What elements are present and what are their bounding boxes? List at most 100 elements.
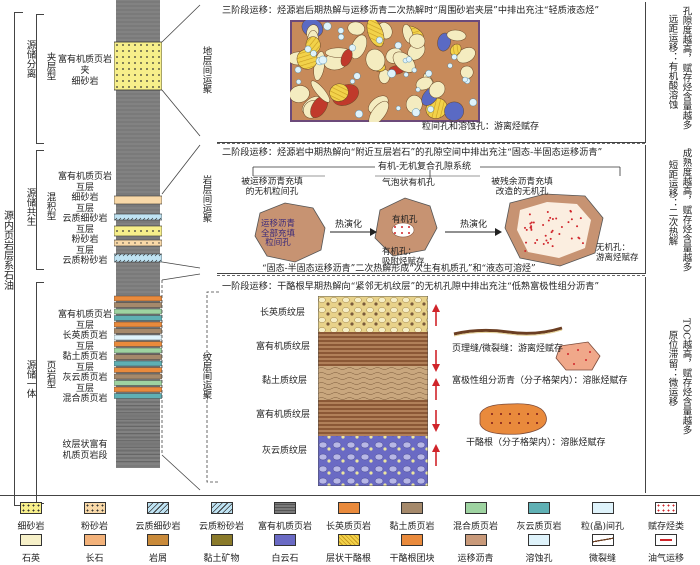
pore: [387, 69, 397, 78]
hc-dot: [530, 228, 533, 231]
pore: [462, 76, 468, 83]
layer-label-rock: 岩层间运聚: [200, 175, 212, 223]
legend-label-7: 混合质页岩: [452, 522, 498, 532]
pore: [348, 44, 356, 52]
pore: [469, 98, 477, 107]
stage2-caption-3: 被残余沥青充填改造的无机孔: [482, 177, 562, 198]
lith1-line-0: 富有机质页岩: [57, 55, 112, 65]
stage1-migration-arrows: [432, 304, 440, 466]
s2c3-line-0: 被残余沥青充填: [491, 177, 553, 187]
hc-dot: [518, 422, 520, 424]
column-band: [114, 354, 162, 360]
hc-dot: [509, 413, 511, 415]
hc-dot: [394, 226, 396, 228]
grain: [428, 81, 446, 99]
pore: [323, 22, 332, 31]
hc-dot: [589, 351, 591, 353]
lith4-line-1: 机质页岩段: [62, 451, 108, 461]
stratigraphic-column: [114, 0, 162, 468]
stage3-right-a: 孔隙度越高，赋存烃含量越多: [680, 6, 692, 130]
hc-dot: [534, 242, 537, 245]
lith2-line-1: 互层: [75, 182, 94, 193]
lith2-line-0: 富有机质页岩: [57, 172, 112, 182]
pore: [337, 27, 344, 34]
column-band: [114, 302, 162, 308]
stage3-right-b: 远距运移：有机酸溶蚀: [666, 14, 678, 109]
stage1-title: 一阶段运移：干酪根早期热解向“紧邻无机纹层”的无机孔隙中排出充注“低熟富极性组分…: [222, 281, 600, 292]
hc-dot: [525, 228, 528, 231]
stage2-diagram: [252, 166, 621, 267]
column-band: [114, 373, 162, 380]
legend-label-b-2: 岩屑: [148, 554, 167, 564]
legend-swatch-b-4: [274, 534, 296, 546]
stage2-frame: [217, 145, 646, 274]
pore: [304, 45, 312, 53]
layer-label-strata: 地层间运聚: [200, 46, 212, 94]
s2p1-line-2: 粒间孔: [265, 238, 291, 248]
pore: [338, 33, 345, 41]
lith3-line-5: 互层: [75, 362, 94, 373]
legend-label-8: 灰云质页岩: [516, 522, 562, 532]
stage1-right-a: TOC越高，赋存烃含量越多: [680, 318, 692, 435]
stage1-legend-icons: [453, 326, 601, 435]
stage1-right-b: 原位滞留：微运移: [666, 330, 678, 406]
lamina-5: 灰云质纹层: [262, 446, 308, 456]
grain: [347, 21, 365, 36]
stage3-frame: [217, 2, 646, 143]
stage2-pore-fill-label: 运移沥青全部充填粒间孔: [253, 219, 303, 249]
s2sub2-line-1: 吸附烃赋存: [382, 256, 425, 267]
hc-dot: [578, 237, 581, 240]
hc-dot: [524, 226, 527, 229]
grain: [415, 76, 433, 91]
pore: [395, 105, 401, 111]
stage1-note-1: 页理缝/微裂缝：游离烃赋存: [452, 344, 564, 354]
legend-label-b-6: 干酪根团块: [389, 554, 435, 564]
stage2-bottom-note: “固态-半固态运移沥青”二次热解形成“次生有机质孔”和“液态可溶烃”: [262, 264, 536, 274]
hc-dot: [573, 363, 575, 365]
legend-label-1: 粉砂岩: [80, 522, 108, 532]
legend-label-b-9: 微裂缝: [588, 554, 616, 564]
group3-type: 页岩型: [44, 360, 56, 389]
s2c1-line-0: 被运移沥青充填: [241, 177, 303, 187]
hc-dot: [549, 237, 552, 240]
legend-label-b-8: 溶蚀孔: [525, 554, 553, 564]
grain: [350, 34, 368, 60]
hc-dot: [529, 226, 532, 229]
hc-dot: [536, 413, 538, 415]
column-band: [114, 328, 162, 334]
lith3-line-2: 长英质页岩: [62, 331, 108, 341]
stage3-pore-image: [290, 20, 480, 122]
hc-dot: [570, 237, 573, 240]
grain: [446, 29, 467, 42]
lith1-line-2: 细砂岩: [71, 77, 99, 87]
lith1-line-1: 夹: [80, 66, 90, 76]
hc-dot: [558, 232, 561, 235]
hc-dot: [567, 221, 570, 224]
legend-swatch-9: [591, 502, 614, 514]
legend-swatch-b-7: [464, 534, 487, 546]
layer-label-lamina: 纹层间运聚: [200, 352, 212, 400]
lith-labels-mixed: 富有机质页岩互层细砂岩互层云质细砂岩互层粉砂岩互层云质粉砂岩: [52, 172, 118, 267]
column-connectors: [161, 4, 201, 491]
hc-dot: [547, 219, 550, 222]
s2sub3-line-1: 游离烃赋存: [596, 252, 639, 263]
legend-label-0: 细砂岩: [17, 522, 45, 532]
column-band: [114, 360, 162, 367]
grain: [444, 101, 464, 122]
stage2-right-a: 成熟度越高，赋存烃含量越多: [680, 148, 692, 272]
stage3-caption: 粒间孔和溶蚀孔：游离烃赋存: [422, 122, 540, 132]
hc-dot: [569, 210, 572, 213]
hc-dot: [536, 239, 539, 242]
hc-dot: [576, 225, 579, 228]
hc-dot: [530, 225, 533, 228]
grain: [456, 47, 476, 64]
group2-bracket: [36, 150, 44, 270]
legend-label-5: 长英质页岩: [325, 522, 371, 532]
hc-dot: [546, 210, 549, 213]
stage1-frame: [217, 277, 646, 493]
grain: [365, 48, 386, 71]
column-band: [114, 308, 162, 315]
lamina-2: 富有机质纹层: [256, 342, 311, 352]
stage2-caption-2: 气泡状有机孔: [382, 178, 435, 188]
legend-label-2: 云质细砂岩: [135, 522, 181, 532]
